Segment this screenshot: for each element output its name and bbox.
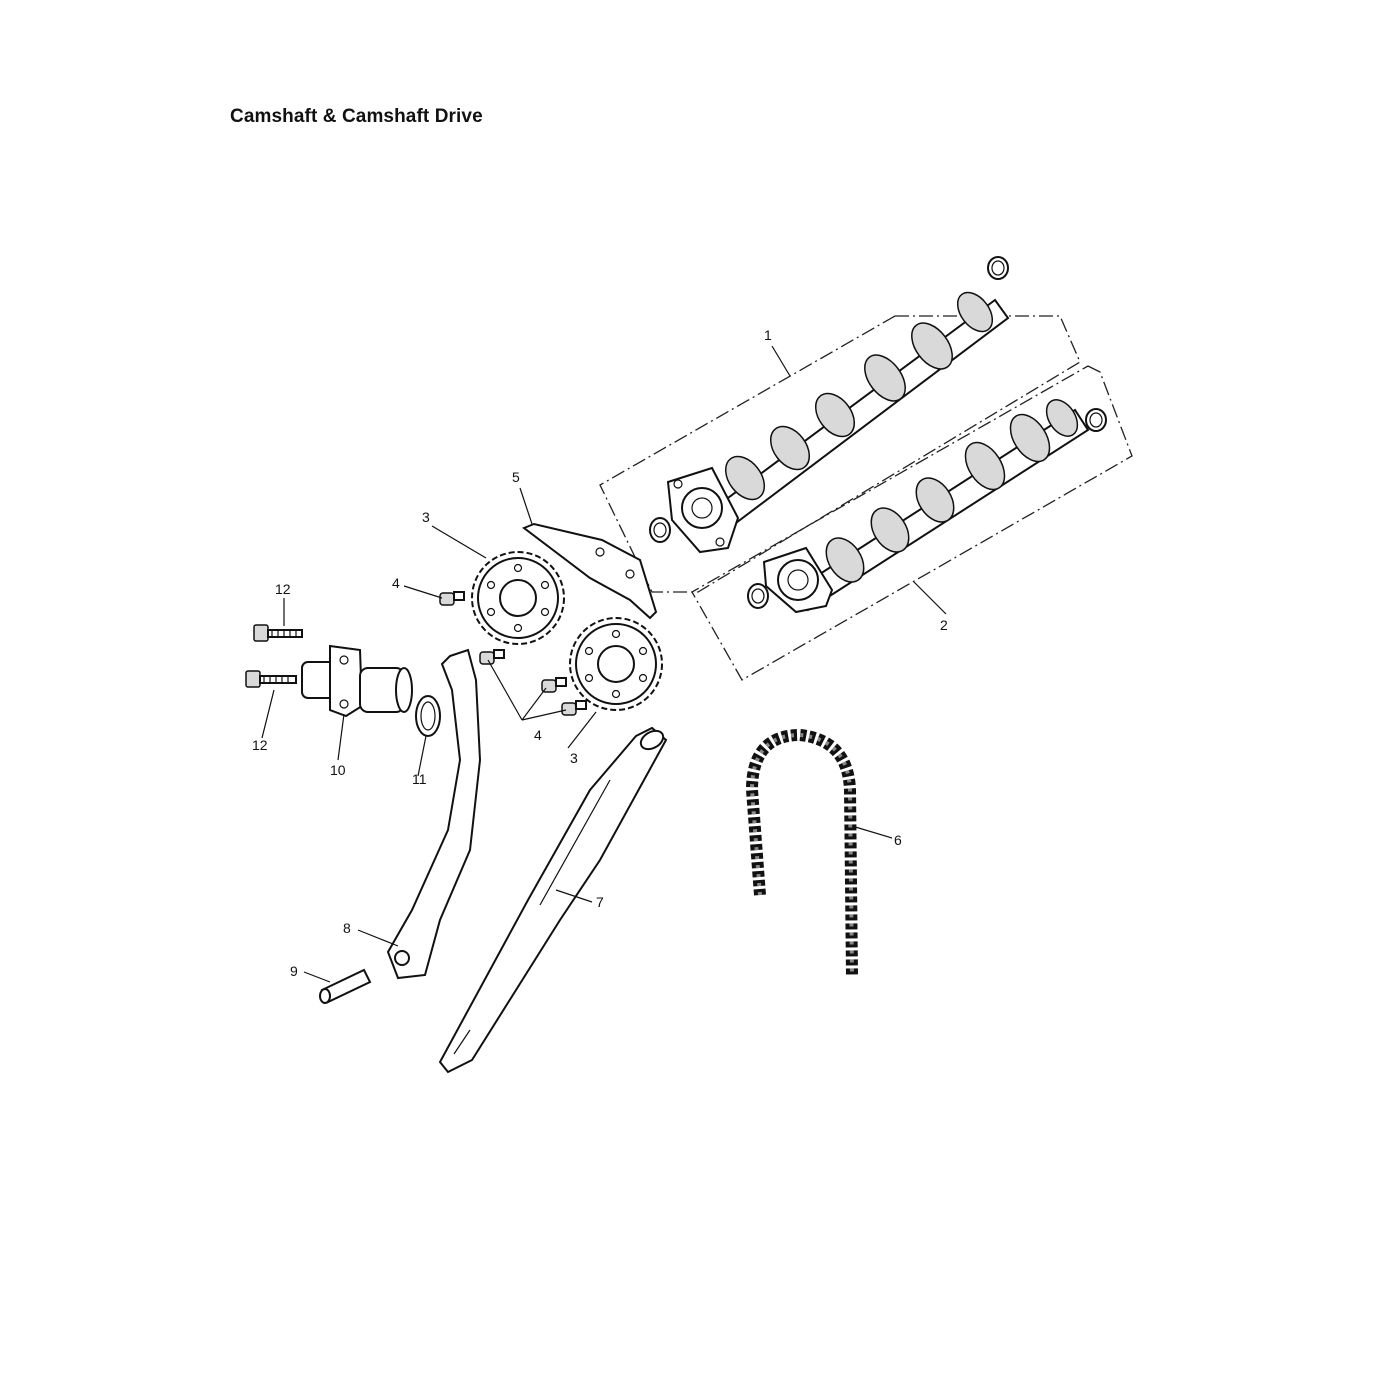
- camshaft-upper: [649, 256, 1010, 554]
- camshaft-group-box-1: [599, 315, 1081, 593]
- cam-sprocket-upper: [471, 551, 565, 645]
- chain-tensioner-blade: [386, 648, 482, 980]
- sprocket-bolt-lower-b: [561, 700, 587, 716]
- camshaft-group-box-2: [691, 365, 1133, 681]
- cam-sprocket-lower: [569, 617, 663, 711]
- cam-chain: [745, 728, 858, 976]
- callout-6: 6: [894, 832, 902, 848]
- callout-3-upper: 3: [422, 509, 430, 525]
- blade-pivot-pin: [319, 968, 372, 1004]
- leader-lines: [261, 345, 947, 983]
- callout-4-lower: 4: [534, 727, 542, 743]
- page-title: Camshaft & Camshaft Drive: [230, 106, 483, 127]
- sprocket-bolt-middle: [479, 649, 505, 665]
- callout-2: 2: [940, 617, 948, 633]
- sprocket-bolt-lower-a: [541, 677, 567, 693]
- tensioner-bolt-lower: [245, 670, 297, 688]
- top-chain-guide-plate: [521, 522, 658, 620]
- callout-3-lower: 3: [570, 750, 578, 766]
- callout-12-upper: 12: [275, 581, 291, 597]
- callout-4-upper: 4: [392, 575, 400, 591]
- callout-10: 10: [330, 762, 346, 778]
- callout-8: 8: [343, 920, 351, 936]
- tensioner-bolt-upper: [253, 624, 303, 642]
- sealing-washer: [415, 695, 441, 737]
- callout-1: 1: [764, 327, 772, 343]
- callout-11: 11: [412, 771, 427, 787]
- callout-7: 7: [596, 894, 604, 910]
- callout-9: 9: [290, 963, 298, 979]
- sprocket-bolt-upper: [439, 591, 465, 606]
- callout-12-lower: 12: [252, 737, 268, 753]
- callout-5: 5: [512, 469, 520, 485]
- camshaft-lower: [747, 399, 1107, 614]
- chain-tensioner: [301, 644, 413, 718]
- fixed-chain-guide: [438, 726, 668, 1074]
